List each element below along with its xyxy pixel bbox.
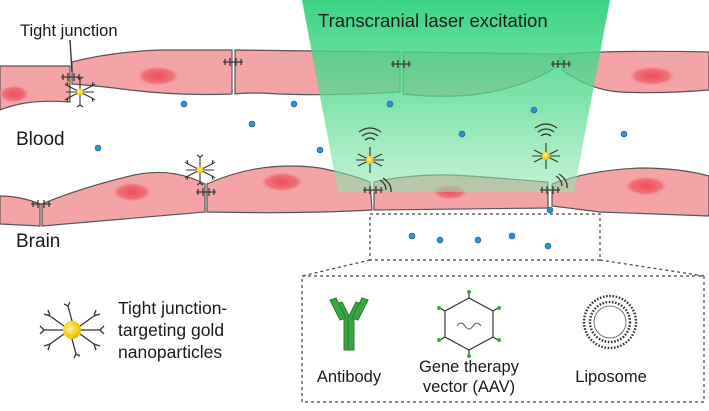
brain-label: Brain xyxy=(16,231,61,252)
laser-label: Transcranial laser excitation xyxy=(318,10,548,31)
aav-vector-icon xyxy=(437,290,501,358)
zoom-line-right xyxy=(599,259,705,277)
nanoparticle-excited-2 xyxy=(532,123,568,189)
molecule xyxy=(620,130,628,138)
bottom-nucleus-4 xyxy=(624,176,668,196)
antibody-icon xyxy=(329,297,369,351)
molecule xyxy=(316,146,324,154)
tj-bottom-4 xyxy=(540,186,560,194)
nanoparticle-scene-2 xyxy=(184,154,216,186)
heat-waves-icon xyxy=(534,123,568,189)
tj-top-4 xyxy=(551,60,571,68)
molecule xyxy=(530,106,538,114)
molecule xyxy=(546,206,554,214)
blood-label: Blood xyxy=(16,129,65,150)
tj-top-1 xyxy=(61,73,81,81)
antibody-label: Antibody xyxy=(316,368,382,386)
molecule xyxy=(436,236,444,244)
legend-line-3: nanoparticles xyxy=(118,342,223,362)
cargo-panel xyxy=(301,275,705,403)
bottom-nucleus-2 xyxy=(260,172,304,192)
bottom-nucleus-1 xyxy=(112,182,152,202)
molecule xyxy=(408,232,416,240)
tj-bottom-2 xyxy=(196,188,216,196)
laser-beam xyxy=(302,0,610,192)
legend-line-2: targeting gold xyxy=(118,320,225,340)
zoom-line-left xyxy=(301,259,371,277)
zoom-box xyxy=(369,213,601,261)
aav-vector-label: Gene therapy vector (AAV) xyxy=(414,357,524,397)
tj-bottom-1 xyxy=(31,200,51,208)
tight-junction-label: Tight junction xyxy=(20,22,118,40)
molecule xyxy=(508,232,516,240)
nanoparticle-excited-1 xyxy=(356,127,392,193)
bottom-cell-1 xyxy=(0,195,41,227)
legend-line-1: Tight junction- xyxy=(118,298,228,318)
aav-line-2: vector (AAV) xyxy=(422,378,516,396)
nanoparticle-legend: Tight junction- targeting gold nanoparti… xyxy=(118,297,227,363)
nanoparticle-scene-1 xyxy=(64,76,96,108)
liposome-icon xyxy=(582,294,638,350)
blue-molecules xyxy=(94,100,628,250)
tight-junctions xyxy=(31,58,571,208)
tight-junction-pointer xyxy=(69,39,73,73)
top-nucleus-1 xyxy=(0,85,30,103)
molecule xyxy=(386,100,394,108)
molecule xyxy=(290,100,298,108)
tj-top-3 xyxy=(391,60,411,68)
top-nucleus-3 xyxy=(628,66,676,86)
molecule xyxy=(248,120,256,128)
heat-waves-icon xyxy=(358,127,392,193)
molecule xyxy=(180,100,188,108)
top-nucleus-2 xyxy=(136,66,180,86)
aav-line-1: Gene therapy xyxy=(419,358,519,376)
molecule xyxy=(544,242,552,250)
molecule xyxy=(474,236,482,244)
legend-nanoparticle-icon xyxy=(39,301,105,359)
molecule xyxy=(458,130,466,138)
molecule xyxy=(94,144,102,152)
tj-top-2 xyxy=(223,58,243,66)
tj-bottom-3 xyxy=(363,186,383,194)
liposome-label: Liposome xyxy=(575,368,647,386)
